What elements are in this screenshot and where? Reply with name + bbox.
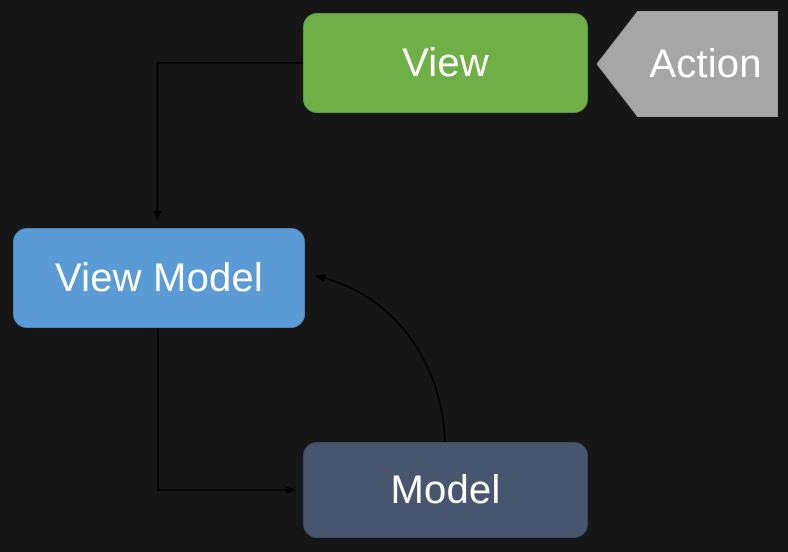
edge-view-to-view-model [153,62,303,221]
edge-model-to-view-model [315,274,446,443]
node-view-label: View [402,41,489,85]
node-action-label: Action [649,42,762,86]
node-model[interactable]: Model [303,442,588,538]
action-arrow-icon [597,11,778,117]
node-action[interactable]: Action [597,11,778,117]
node-view-model-label: View Model [54,256,264,300]
node-model-label: Model [390,468,501,512]
node-view[interactable]: View [303,13,588,113]
node-view-model[interactable]: View Model [13,228,305,328]
edge-view-model-to-model [157,328,296,494]
